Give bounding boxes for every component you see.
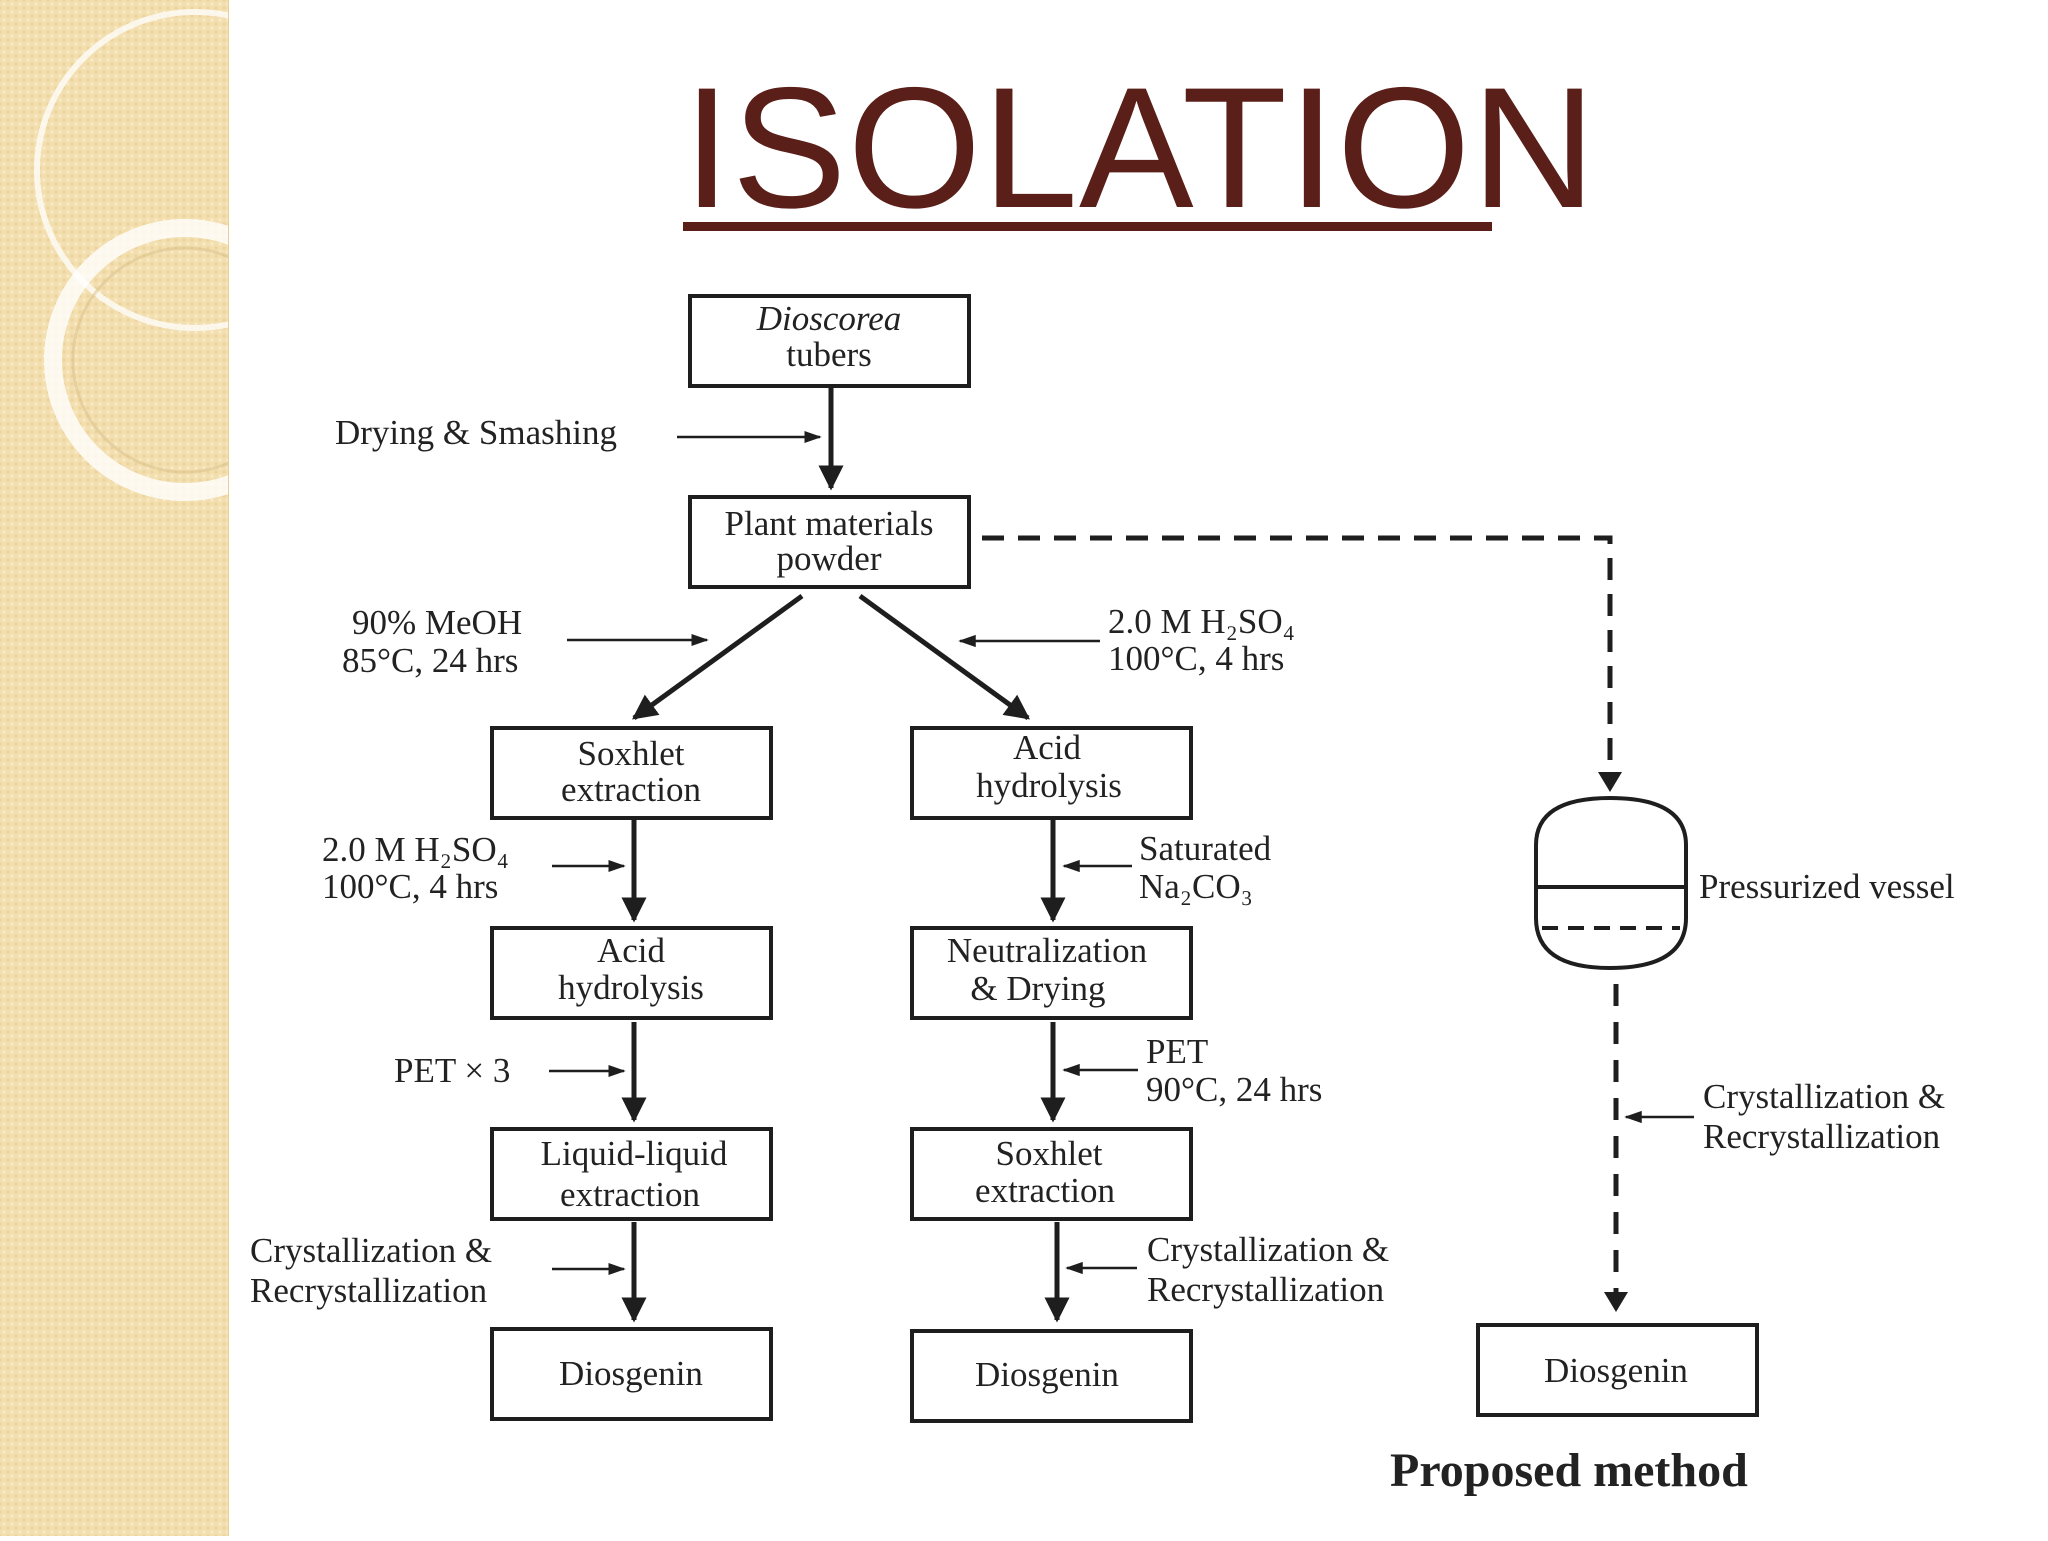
tubers-label-line2: tubers — [786, 335, 872, 374]
left-acid-box — [490, 926, 773, 1020]
tubers-box — [688, 294, 971, 388]
pet-condition-line1: PET — [1146, 1032, 1208, 1071]
middle-cryst-line2: Recrystallization — [1147, 1270, 1384, 1309]
left-acid-condition-line2: 100°C, 4 hrs — [322, 867, 498, 906]
left-acid-condition-line1: 2.0 M H₂SO₄ — [322, 830, 509, 869]
middle-diosgenin-box — [910, 1329, 1193, 1423]
dashed-arrowhead-to-vessel — [1598, 772, 1622, 792]
middle-soxhlet-line1: Soxhlet — [996, 1134, 1103, 1173]
powder-label-line2: powder — [777, 539, 882, 578]
dashed-path-to-vessel — [982, 535, 1613, 778]
decorative-side-strip — [0, 0, 356, 1536]
h2so4-condition-line1: 2.0 M H₂SO₄ — [1108, 602, 1295, 641]
arrow-powder-to-soxhlet — [631, 593, 804, 721]
slide-title: ISOLATION — [683, 52, 1597, 244]
middle-soxhlet-box — [910, 1127, 1193, 1221]
meoh-condition-line1: 90% MeOH — [352, 603, 522, 642]
left-diosgenin-label: Diosgenin — [559, 1354, 703, 1393]
proposed-cryst-line1: Crystallization & — [1703, 1077, 1945, 1116]
left-soxhlet-line1: Soxhlet — [578, 734, 685, 773]
middle-cryst-line1: Crystallization & — [1147, 1230, 1389, 1269]
powder-box — [688, 495, 971, 589]
middle-acid-line1: Acid — [1013, 728, 1082, 767]
proposed-diosgenin-label: Diosgenin — [1544, 1351, 1688, 1390]
middle-diosgenin-label: Diosgenin — [975, 1355, 1119, 1394]
left-acid-line1: Acid — [597, 931, 666, 970]
lle-box — [490, 1127, 773, 1221]
lle-line2: extraction — [560, 1175, 700, 1214]
pet-condition-line2: 90°C, 24 hrs — [1146, 1070, 1322, 1109]
neut-condition-line1: Saturated — [1139, 829, 1272, 868]
pressurized-vessel-icon — [1534, 795, 1688, 971]
drying-smashing-label: Drying & Smashing — [335, 413, 617, 452]
arrow-powder-to-acid — [858, 593, 1031, 721]
left-diosgenin-box — [490, 1327, 773, 1421]
left-soxhlet-box — [490, 726, 773, 820]
pet-x3-label: PET × 3 — [394, 1051, 510, 1090]
left-cryst-line1: Crystallization & — [250, 1231, 492, 1270]
middle-acid-box — [910, 726, 1193, 820]
proposed-diosgenin-box — [1476, 1323, 1759, 1417]
neutralization-box — [910, 926, 1193, 1020]
meoh-condition-line2: 85°C, 24 hrs — [342, 641, 518, 680]
vessel-label: Pressurized vessel — [1699, 867, 1955, 906]
proposed-cryst-line2: Recrystallization — [1703, 1117, 1940, 1156]
neutralization-line2: & Drying — [970, 969, 1105, 1008]
middle-soxhlet-line2: extraction — [975, 1171, 1115, 1210]
neut-condition-line2: Na₂CO₃ — [1139, 867, 1253, 906]
powder-label-line1: Plant materials — [725, 504, 934, 543]
lle-line1: Liquid-liquid — [541, 1134, 728, 1173]
neutralization-line1: Neutralization — [947, 931, 1147, 970]
tubers-label-line1: Dioscorea — [756, 299, 902, 338]
h2so4-condition-line2: 100°C, 4 hrs — [1108, 639, 1284, 678]
middle-acid-line2: hydrolysis — [976, 766, 1122, 805]
left-cryst-line2: Recrystallization — [250, 1271, 487, 1310]
proposed-method-caption: Proposed method — [1390, 1444, 1748, 1497]
left-acid-line2: hydrolysis — [558, 968, 704, 1007]
title-underline — [683, 222, 1492, 231]
left-soxhlet-line2: extraction — [561, 770, 701, 809]
dashed-arrowhead-to-product — [1604, 1292, 1628, 1312]
